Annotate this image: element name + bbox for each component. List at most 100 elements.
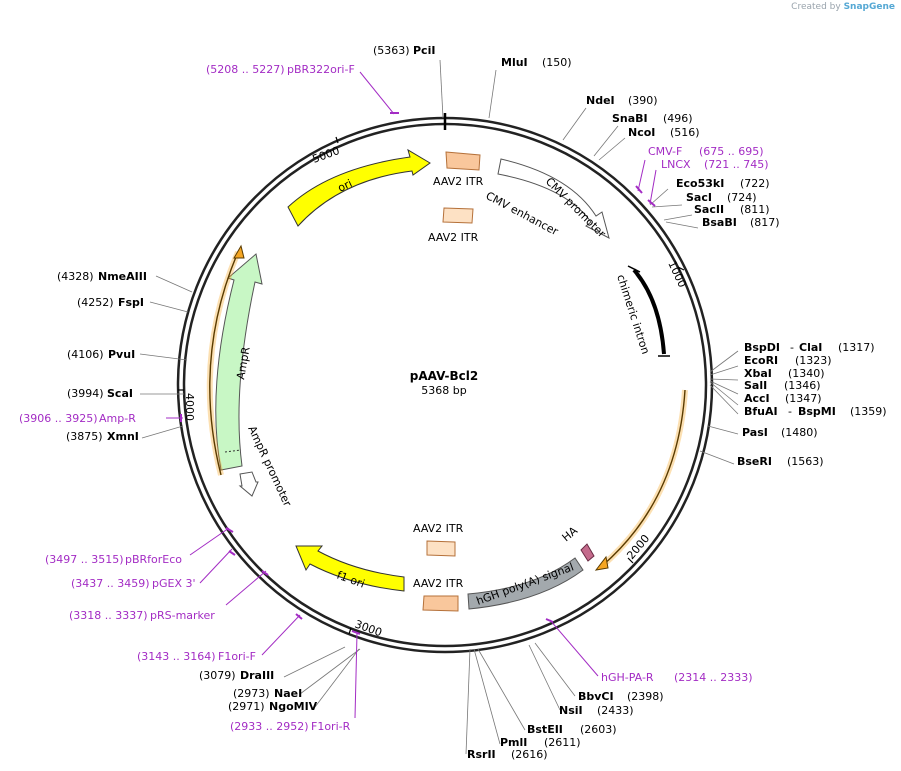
primer-range-hgh-pa-r: (2314 .. 2333) (674, 671, 753, 684)
tick-label-1000: 1000 (665, 259, 689, 290)
feature-chimeric-intron[interactable] (632, 268, 666, 355)
primer-name-f1ori-r: F1ori-R (311, 720, 351, 733)
site-pos-pasi: (1480) (781, 426, 818, 439)
primer-name-cmv-f: CMV-F (648, 145, 682, 158)
feature-aav2-itr-2[interactable] (442, 207, 474, 224)
site-pos-sali: (1346) (784, 379, 821, 392)
site-pos-rsrii: (2616) (511, 748, 548, 761)
site-name-naei: NaeI (274, 687, 302, 700)
site-name-xmni: XmnI (107, 430, 139, 443)
site-pos-ecori: (1323) (795, 354, 832, 367)
site-pos-sacii: (811) (740, 203, 770, 216)
site-name2-clai: ClaI (799, 341, 822, 354)
site-name-pcii: PciI (413, 44, 435, 57)
feature-f1-ori[interactable] (295, 545, 405, 592)
site-pos-pvui: (4106) (67, 348, 104, 361)
site-dash-bfuai: - (788, 405, 792, 418)
primer-name-prs-marker: pRS-marker (150, 609, 215, 622)
site-pos-pmli: (2611) (544, 736, 581, 749)
tick-label-4000: 4000 (183, 393, 196, 421)
primer-name-pbrforeco: pBRforEco (125, 553, 182, 566)
site-pos-bsabi: (817) (750, 216, 780, 229)
primer-range-amp-r: (3906 .. 3925) (19, 412, 98, 425)
site-name-bbvci: BbvCI (578, 690, 614, 703)
site-name-sali: SalI (744, 379, 767, 392)
tick-4000: 4000 (178, 389, 196, 421)
site-name-mlui: MluI (501, 56, 528, 69)
feature-label-ampr-promoter: AmpR promoter (245, 424, 294, 509)
site-pos-bspdi: (1317) (838, 341, 875, 354)
primer-name-pgex3: pGEX 3' (152, 577, 196, 590)
primer-name-pbr322ori-f: pBR322ori-F (287, 63, 355, 76)
primer-name-f1ori-f: F1ori-F (218, 650, 256, 663)
site-name-acci: AccI (744, 392, 770, 405)
site-name-rsrii: RsrII (467, 748, 496, 761)
primer-leaders (166, 71, 657, 719)
site-name-ngomiv: NgoMIV (269, 700, 318, 713)
site-name-pvui: PvuI (108, 348, 135, 361)
site-name-saci: SacI (686, 191, 712, 204)
primer-range-f1ori-r: (2933 .. 2952) (230, 720, 309, 733)
site-name-eco53ki: Eco53kI (676, 177, 724, 190)
site-pos-xbai: (1340) (788, 367, 825, 380)
feature-aav2-itr-1[interactable] (445, 151, 481, 171)
site-dash-bspdi: - (790, 341, 794, 354)
site-name-snabi: SnaBI (612, 112, 648, 125)
feature-label-aav2-itr-2: AAV2 ITR (428, 231, 479, 244)
site-name-pmli: PmlI (500, 736, 527, 749)
feature-ori[interactable] (287, 148, 431, 227)
feature-label-cmv-enhancer: CMV enhancer (484, 189, 561, 238)
primer-range-cmv-f: (675 .. 695) (699, 145, 764, 158)
site-name2-bspmi: BspMI (798, 405, 836, 418)
feature-aav2-itr-4[interactable] (422, 595, 459, 612)
primer-range-pbrforeco: (3497 .. 3515) (45, 553, 124, 566)
site-name-bsabi: BsaBI (702, 216, 737, 229)
feature-ampr-promoter[interactable] (238, 471, 259, 497)
feature-ampr[interactable] (215, 253, 263, 471)
site-name-ecori: EcoRI (744, 354, 778, 367)
site-pos-xmni: (3875) (66, 430, 103, 443)
primer-name-hgh-pa-r: hGH-PA-R (601, 671, 654, 684)
site-name-bspdi: BspDI (744, 341, 780, 354)
site-pos-bseri: (1563) (787, 455, 824, 468)
site-pos-acci: (1347) (785, 392, 822, 405)
site-name-nmeaiii: NmeAIII (98, 270, 147, 283)
site-pos-pcii: (5363) (373, 44, 410, 57)
tick-1000: 1000 (665, 259, 689, 290)
site-name-bsteii: BstEII (527, 723, 563, 736)
site-name-ndei: NdeI (586, 94, 615, 107)
primer-range-pgex3: (3437 .. 3459) (71, 577, 150, 590)
site-pos-bfuai: (1359) (850, 405, 887, 418)
primer-name-lncx: LNCX (661, 158, 691, 171)
site-name-sacii: SacII (694, 203, 724, 216)
site-name-nsii: NsiI (559, 704, 583, 717)
feature-hgh-polya[interactable] (467, 557, 584, 610)
tick-label-5000: 5000 (311, 144, 342, 166)
feature-aav2-itr-3[interactable] (426, 540, 456, 557)
credit-prefix: Created by (791, 2, 841, 12)
primer-range-prs-marker: (3318 .. 3337) (69, 609, 148, 622)
site-pos-ndei: (390) (628, 94, 658, 107)
feature-ha[interactable] (580, 543, 595, 562)
site-name-scai: ScaI (107, 387, 133, 400)
site-pos-bbvci: (2398) (627, 690, 664, 703)
site-pos-eco53ki: (722) (740, 177, 770, 190)
feature-label-aav2-itr-1: AAV2 ITR (433, 175, 484, 188)
primer-range-pbr322ori-f: (5208 .. 5227) (206, 63, 285, 76)
plasmid-size: 5368 bp (421, 384, 466, 397)
feature-label-aav2-itr-4: AAV2 ITR (413, 577, 464, 590)
feature-cmv-promoter[interactable] (497, 158, 610, 239)
feature-label-aav2-itr-3: AAV2 ITR (413, 522, 464, 535)
plasmid-name: pAAV-Bcl2 (410, 369, 478, 383)
site-pos-ngomiv: (2971) (228, 700, 265, 713)
site-name-pasi: PasI (742, 426, 768, 439)
site-pos-snabi: (496) (663, 112, 693, 125)
site-name-ncoi: NcoI (628, 126, 655, 139)
site-name-xbai: XbaI (744, 367, 772, 380)
feature-label-ha: HA (560, 524, 581, 544)
site-pos-nmeaiii: (4328) (57, 270, 94, 283)
site-pos-bsteii: (2603) (580, 723, 617, 736)
site-pos-saci: (724) (727, 191, 757, 204)
feature-label-ori: ori (336, 177, 354, 195)
site-name-bfuai: BfuAI (744, 405, 778, 418)
